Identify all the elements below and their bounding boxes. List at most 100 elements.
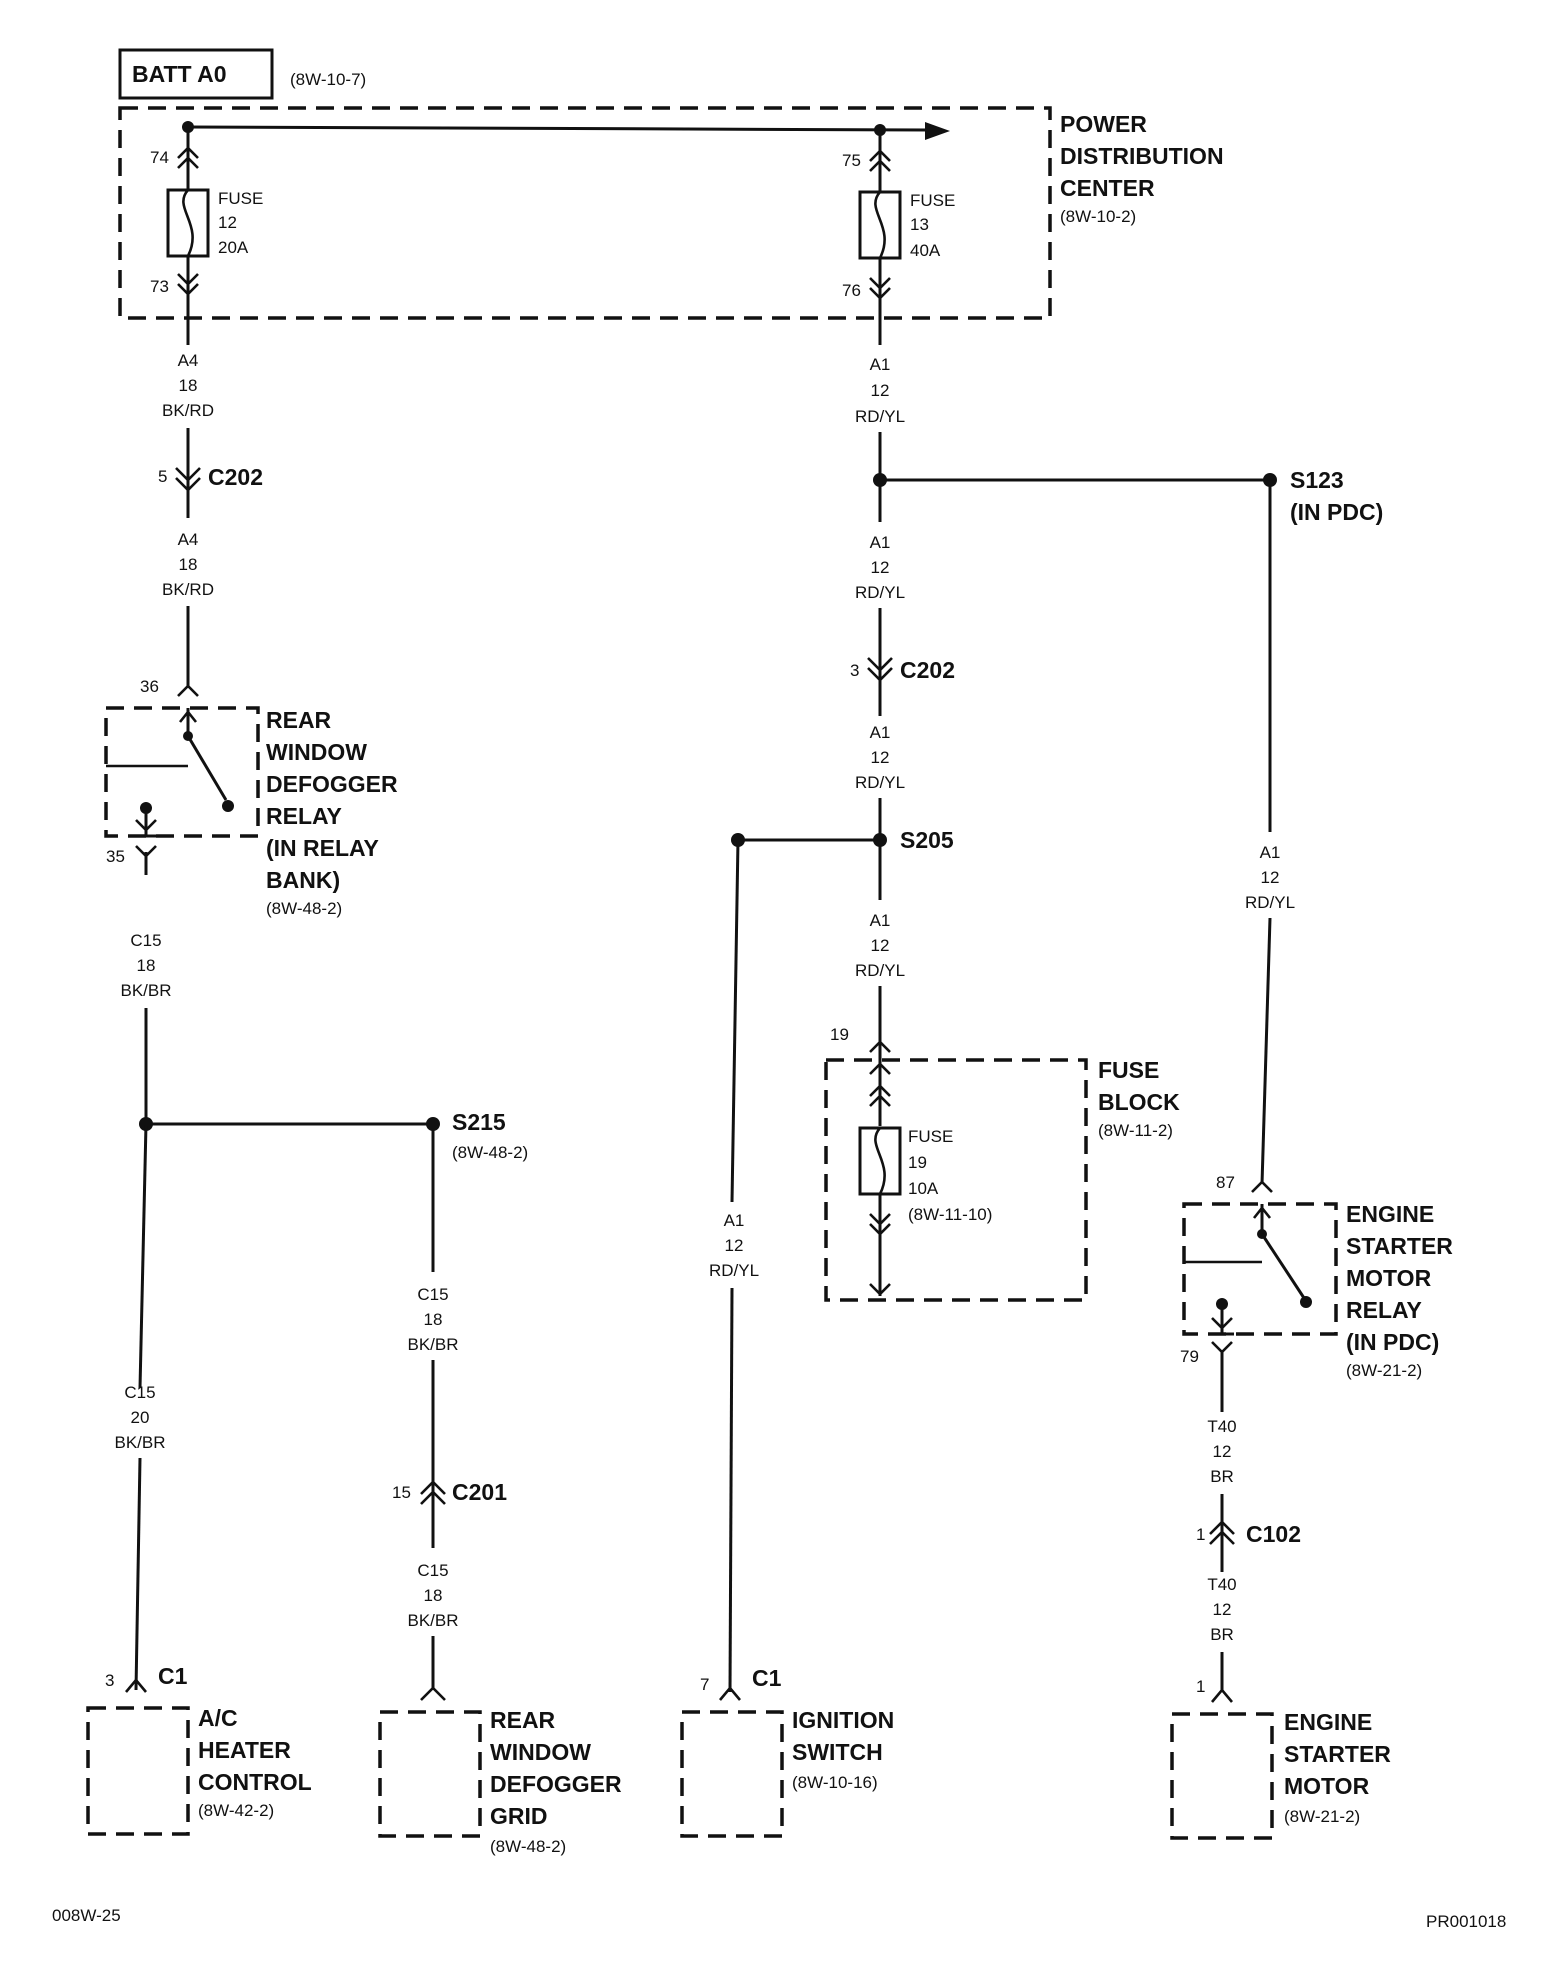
svg-text:A1: A1 xyxy=(870,723,891,742)
svg-text:18: 18 xyxy=(179,376,198,395)
svg-text:75: 75 xyxy=(842,151,861,170)
svg-text:RD/YL: RD/YL xyxy=(855,961,905,980)
svg-text:BK/BR: BK/BR xyxy=(120,981,171,1000)
bus-arrow-icon xyxy=(925,122,950,140)
svg-text:C202: C202 xyxy=(208,464,263,490)
svg-text:BATT A0: BATT A0 xyxy=(132,61,227,87)
batt-a0-label: BATT A0 xyxy=(118,48,274,100)
wire-a1-s123-lower xyxy=(1260,917,1272,1185)
connector-starter-pin: 1 xyxy=(1196,1677,1233,1703)
svg-text:ENGINE: ENGINE xyxy=(1346,1201,1434,1227)
svg-text:12: 12 xyxy=(871,936,890,955)
wire-a1-s205-label: A1 12 RD/YL xyxy=(855,723,905,792)
batt-ref: (8W-10-7) xyxy=(290,70,366,89)
wire-a4-lower-label: A4 18 BK/RD xyxy=(162,530,214,599)
svg-text:BANK): BANK) xyxy=(266,867,340,893)
svg-text:(8W-10-16): (8W-10-16) xyxy=(792,1773,878,1792)
svg-text:20A: 20A xyxy=(218,238,249,257)
svg-text:SWITCH: SWITCH xyxy=(792,1739,883,1765)
svg-text:CENTER: CENTER xyxy=(1060,175,1155,201)
connector-c102: 1 C102 xyxy=(1196,1520,1301,1547)
svg-text:19: 19 xyxy=(908,1153,927,1172)
svg-text:FUSE: FUSE xyxy=(218,189,263,208)
svg-text:T40: T40 xyxy=(1207,1417,1236,1436)
svg-text:CONTROL: CONTROL xyxy=(198,1769,312,1795)
svg-text:1: 1 xyxy=(1196,1677,1205,1696)
svg-text:7: 7 xyxy=(700,1675,709,1694)
svg-text:(8W-10-2): (8W-10-2) xyxy=(1060,207,1136,226)
engine-starter-motor: ENGINE STARTER MOTOR (8W-21-2) xyxy=(1170,1709,1391,1840)
svg-text:RD/YL: RD/YL xyxy=(855,583,905,602)
defog-grid-pin-icon xyxy=(420,1686,446,1701)
svg-text:FUSE: FUSE xyxy=(908,1127,953,1146)
svg-text:18: 18 xyxy=(179,555,198,574)
pdc-label: POWER DISTRIBUTION CENTER (8W-10-2) xyxy=(1060,111,1224,226)
svg-text:12: 12 xyxy=(218,213,237,232)
svg-text:RD/YL: RD/YL xyxy=(855,773,905,792)
svg-text:12: 12 xyxy=(1261,868,1280,887)
svg-text:18: 18 xyxy=(137,956,156,975)
svg-text:A4: A4 xyxy=(178,351,199,370)
svg-text:12: 12 xyxy=(1213,1600,1232,1619)
wire-a4-upper-label: A4 18 BK/RD xyxy=(162,351,214,420)
svg-text:C1: C1 xyxy=(158,1663,188,1689)
svg-text:5: 5 xyxy=(158,467,167,486)
fuse-block: 19 FUSE 19 10A (8W-11-10) FUSE BLOCK (8W… xyxy=(824,1025,1180,1302)
svg-text:FUSE: FUSE xyxy=(910,191,955,210)
connector-c1-ign: 7 C1 xyxy=(700,1665,782,1701)
svg-text:BK/BR: BK/BR xyxy=(114,1433,165,1452)
footer-right-code: PR001018 xyxy=(1426,1912,1507,1931)
svg-text:C15: C15 xyxy=(417,1561,448,1580)
svg-text:IGNITION: IGNITION xyxy=(792,1707,894,1733)
svg-text:DEFOGGER: DEFOGGER xyxy=(490,1771,622,1797)
svg-text:RELAY: RELAY xyxy=(266,803,342,829)
svg-text:1: 1 xyxy=(1196,1525,1205,1544)
wire-a1-mid-label: A1 12 RD/YL xyxy=(855,533,905,602)
svg-text:12: 12 xyxy=(871,558,890,577)
svg-text:WINDOW: WINDOW xyxy=(266,739,367,765)
svg-text:10A: 10A xyxy=(908,1179,939,1198)
splice-s123-label: S123 (IN PDC) xyxy=(1290,467,1383,525)
svg-text:BK/RD: BK/RD xyxy=(162,401,214,420)
svg-text:ENGINE: ENGINE xyxy=(1284,1709,1372,1735)
svg-text:(IN PDC): (IN PDC) xyxy=(1290,499,1383,525)
wire-a1-ign-upper xyxy=(730,839,740,1203)
svg-text:12: 12 xyxy=(871,381,890,400)
connector-c202-left: 5 C202 xyxy=(158,464,263,492)
wire-t40-lower-label: T40 12 BR xyxy=(1207,1575,1236,1644)
svg-text:C15: C15 xyxy=(124,1383,155,1402)
svg-text:76: 76 xyxy=(842,281,861,300)
splice-s205-label: S205 xyxy=(900,827,954,853)
svg-text:(8W-21-2): (8W-21-2) xyxy=(1284,1807,1360,1826)
svg-text:A/C: A/C xyxy=(198,1705,238,1731)
engine-starter-motor-relay: 87 79 ENGINE STARTER MOTOR RELAY (IN PDC… xyxy=(1180,1173,1453,1380)
svg-text:S123: S123 xyxy=(1290,467,1344,493)
svg-text:20: 20 xyxy=(131,1408,150,1427)
ac-heater-control: A/C HEATER CONTROL (8W-42-2) xyxy=(86,1705,312,1836)
pdc-box xyxy=(118,106,1052,320)
ignition-switch: IGNITION SWITCH (8W-10-16) xyxy=(680,1707,894,1838)
svg-text:(8W-11-10): (8W-11-10) xyxy=(908,1205,992,1224)
svg-text:A1: A1 xyxy=(870,911,891,930)
svg-text:BLOCK: BLOCK xyxy=(1098,1089,1180,1115)
svg-text:MOTOR: MOTOR xyxy=(1284,1773,1370,1799)
wire-a1-ign-label: A1 12 RD/YL xyxy=(709,1211,759,1280)
footer-left-code: 008W-25 xyxy=(52,1906,121,1925)
svg-text:RD/YL: RD/YL xyxy=(855,407,905,426)
svg-text:REAR: REAR xyxy=(490,1707,556,1733)
svg-text:18: 18 xyxy=(424,1586,443,1605)
svg-text:GRID: GRID xyxy=(490,1803,548,1829)
svg-text:(8W-48-2): (8W-48-2) xyxy=(266,899,342,918)
svg-text:(8W-48-2): (8W-48-2) xyxy=(452,1143,528,1162)
rear-window-defogger-grid: REAR WINDOW DEFOGGER GRID (8W-48-2) xyxy=(378,1707,622,1856)
svg-text:MOTOR: MOTOR xyxy=(1346,1265,1432,1291)
svg-text:C102: C102 xyxy=(1246,1521,1301,1547)
svg-text:3: 3 xyxy=(105,1671,114,1690)
splice-s215-label: S215 (8W-48-2) xyxy=(452,1109,528,1162)
wire-a1-fuseblock-label: A1 12 RD/YL xyxy=(855,911,905,980)
svg-text:79: 79 xyxy=(1180,1347,1199,1366)
svg-text:HEATER: HEATER xyxy=(198,1737,291,1763)
wire-a1-pdc-label: A1 12 RD/YL xyxy=(855,355,905,426)
wire-c15-20-lower xyxy=(134,1457,142,1691)
wire-a1-ign-lower xyxy=(728,1287,734,1693)
